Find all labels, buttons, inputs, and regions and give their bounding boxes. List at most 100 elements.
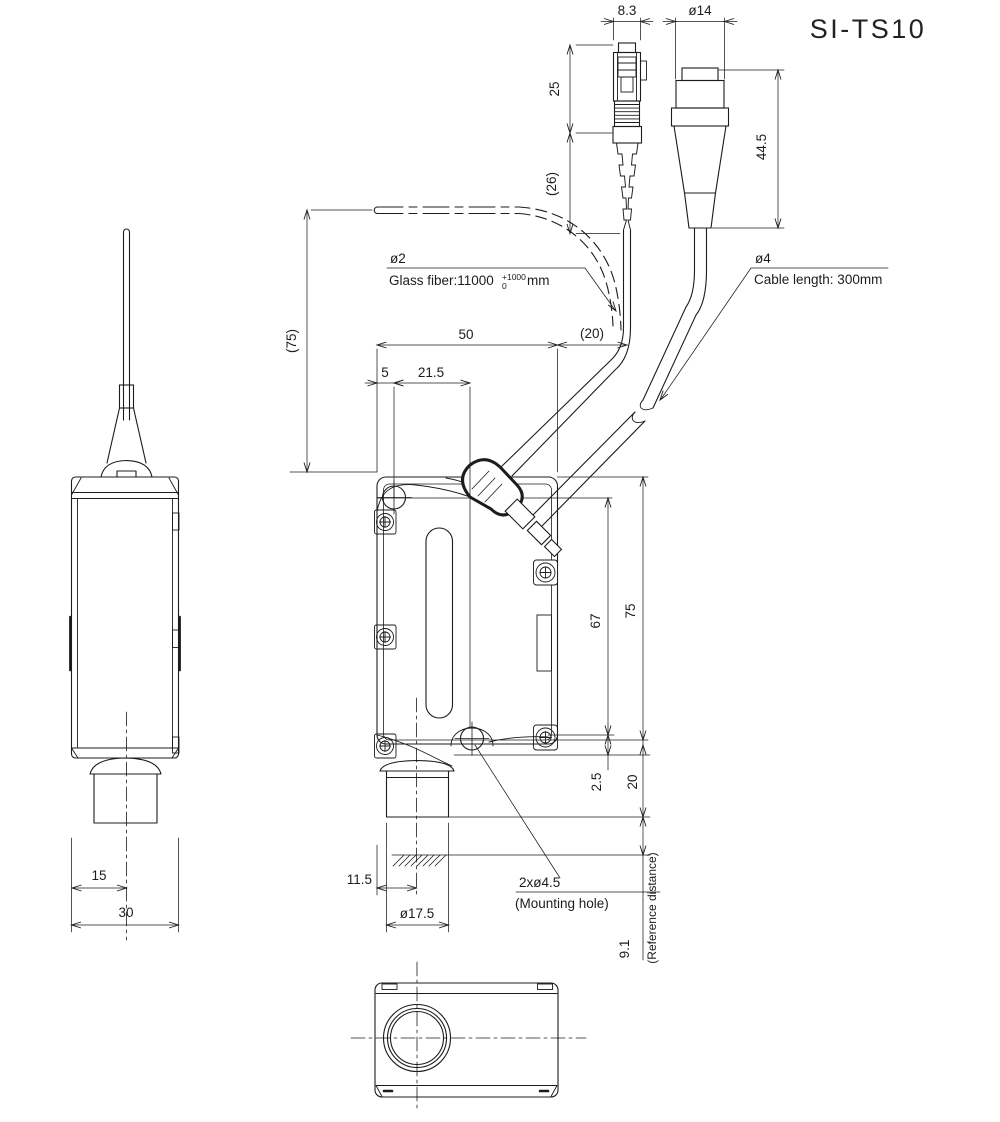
side-lens-barrel [93,773,158,824]
fc-body-inner [617,52,637,102]
fc-latch [617,56,637,78]
dim-2-5: 2.5 [589,773,604,792]
dim-50: 50 [458,327,473,342]
dim-arrowhead [774,218,782,230]
reference-hatch [392,854,447,867]
rc-lower [683,192,717,229]
bottom-bottom-seam [375,1085,558,1097]
dim-arrowhead [303,462,311,474]
dim-75: 75 [623,603,638,618]
fc-block [612,125,643,144]
dim-arrowhead [406,884,418,892]
gland-collar-1 [504,498,536,530]
dim-arrowhead [659,390,669,402]
note-fiber-tol-minus: 0 [502,281,507,291]
dim-30: 30 [118,905,133,920]
screw-right-top [533,559,558,586]
fiber-run-cap [373,206,378,215]
screw-left-1 [374,509,397,535]
dim-arrowhead [392,379,404,387]
dim-arrowhead [375,884,387,892]
gland-collar-3 [543,538,563,558]
mount-hole-leader [474,744,561,879]
dim-arrowhead [438,921,450,929]
page-title: SI-TS10 [810,14,927,44]
dimension-arrows [70,18,782,929]
bottom-view [350,961,587,1109]
front-lens-barrel [385,770,450,818]
display-slot [425,527,454,719]
dim-25: 25 [547,81,562,96]
cable-break2 [631,411,646,423]
strain-relief-dome [100,459,153,478]
note-fiber-unit: mm [527,273,550,288]
dim-arrowhead [617,341,629,349]
note-fiber-tol-plus: +1000 [502,272,526,282]
bottom-tab-right [537,983,553,990]
cable-seg2 [531,411,646,527]
dim-arrowhead [774,68,782,80]
fiber-whip [122,228,131,421]
dim-20p: (20) [580,326,604,341]
front-view [374,476,613,898]
note-fiber-dia: ø2 [390,251,406,266]
note-fiber-text: Glass fiber:11000 [389,273,494,288]
rc-cap [681,67,719,82]
bottom-tab-left [381,983,398,990]
dim-arrowhead [639,815,647,827]
dim-arrowhead [639,18,651,25]
dim-arrowhead [604,496,612,508]
dim-arrowhead [639,730,647,742]
front-right-tab [536,614,552,672]
fc-boot-right [627,142,639,231]
dimension-lines [71,17,889,961]
fiber-run [376,206,520,215]
front-lens-flange [379,759,455,779]
dim-15: 15 [91,868,106,883]
dim-44-5: 44.5 [754,134,769,160]
fiber-connector [612,42,647,231]
dim-arrowhead [723,18,735,25]
note-mount-hole: 2xø4.5 [519,875,560,890]
dim-21-5: 21.5 [418,365,444,380]
side-inner-walls [71,498,179,759]
note-cable-text: Cable length: 300mm [754,272,882,287]
dim-arrowhead [70,884,82,892]
gland-boot [461,458,524,517]
screw-left-2 [374,624,397,650]
round-connector [670,67,730,229]
rc-block [675,79,725,109]
dim-arrowhead [639,845,647,857]
bottom-body [374,982,559,1098]
side-lens-flange [89,757,162,775]
dim-arrowhead [566,223,574,235]
fiber-collar [118,384,135,409]
dim-arrowhead [603,18,615,25]
dim-8-3: 8.3 [618,3,637,18]
dim-20: 20 [625,774,640,789]
dim-arrowhead [607,301,617,313]
screw-right-bottom [533,724,558,751]
dim-arrowhead [460,379,472,387]
rc-flange [670,107,730,127]
mounting-hole-bottom-cross [454,721,490,756]
dim-arrowhead [556,341,568,349]
side-tab-3 [172,736,180,754]
dim-arrowhead [70,921,82,929]
dim-arrowhead [639,475,647,487]
dim-arrowhead [168,921,180,929]
side-edge-thick [69,615,181,672]
gland-boot-hatch [471,470,503,503]
fiber-curve-phantom [518,206,622,331]
cable-break1 [639,399,654,411]
dim-arrowhead [604,733,612,745]
fc-ribs [614,104,640,123]
dim-5: 5 [381,365,389,380]
fc-boot-left [616,142,628,231]
mounting-hole-bottom-boss [450,727,494,747]
dim-arrowhead [375,341,387,349]
note-cable-dia: ø4 [755,251,771,266]
dim-arrowhead [566,43,574,55]
